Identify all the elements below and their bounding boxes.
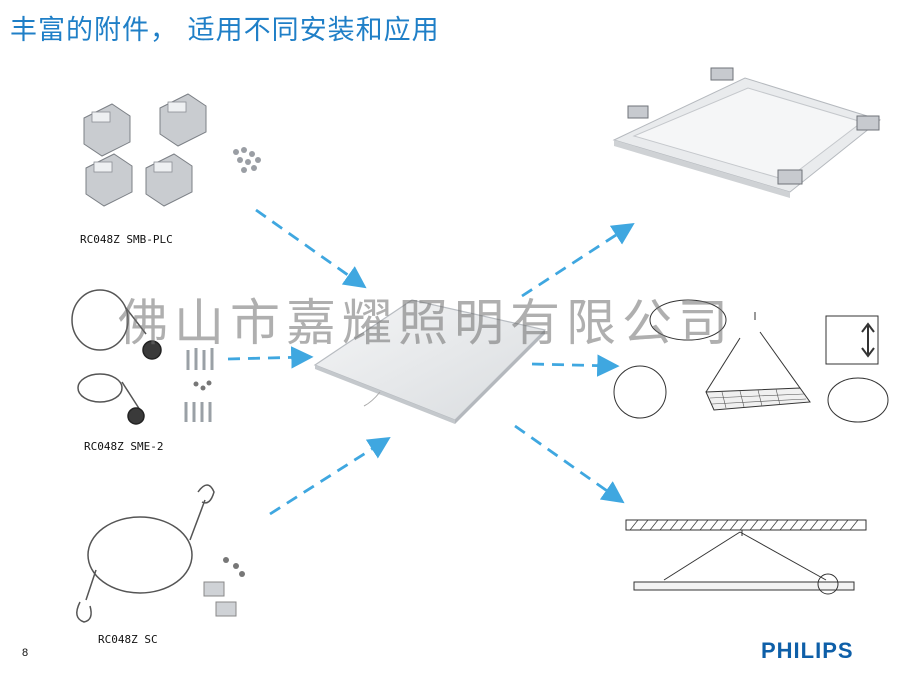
- arrow-suspension-kit-to-panel: [227, 346, 314, 369]
- arrow-brackets-to-panel: [255, 208, 367, 289]
- panel-with-clips-image: [612, 67, 882, 198]
- arrow-safety-cable-to-panel: [269, 436, 391, 516]
- flow-arrows: [227, 208, 635, 516]
- suspension-installation-diagram: [613, 299, 889, 423]
- suspension-kit-image: [71, 289, 214, 425]
- arrow-panel-to-clip-mount: [521, 222, 635, 298]
- accessory-code-sc: RC048Z SC: [98, 633, 158, 646]
- safety-cable-image: [76, 484, 245, 623]
- mounting-brackets-image: [83, 93, 261, 207]
- accessory-code-smb-plc: RC048Z SMB-PLC: [80, 233, 173, 246]
- safety-cable-installation-diagram: [625, 519, 867, 595]
- arrow-panel-to-ceiling-cable: [514, 424, 625, 504]
- slide-title: 丰富的附件， 适用不同安装和应用: [10, 15, 440, 46]
- arrow-panel-to-suspension: [531, 354, 620, 377]
- page-number: 8: [22, 647, 29, 659]
- watermark-text: 佛山市嘉耀照明有限公司: [118, 294, 734, 352]
- philips-logo: PHILIPS: [761, 638, 854, 663]
- accessory-code-sme-2: RC048Z SME-2: [84, 440, 164, 453]
- led-panel-image: [313, 299, 547, 424]
